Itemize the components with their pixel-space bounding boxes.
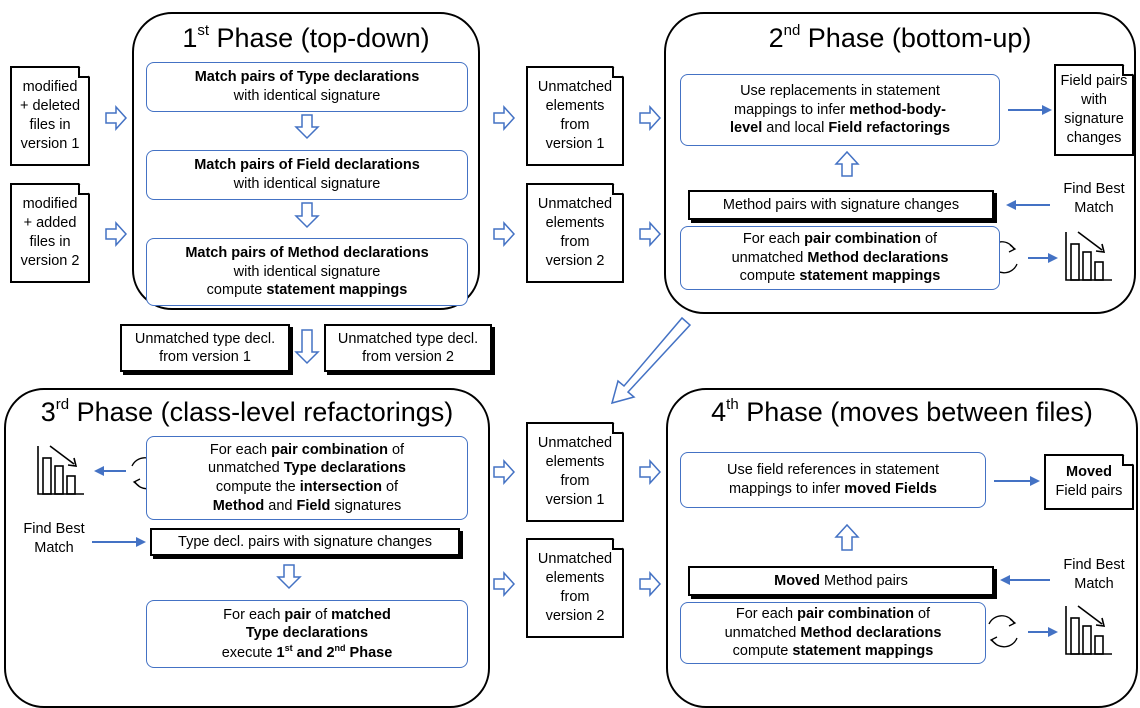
phase4-moved-method-pairs-box: Moved Method pairs [688, 566, 994, 596]
phase4-use-field-references-box: Use field references in statement mappin… [680, 452, 986, 508]
arrow-phase2-to-phase4 [610, 316, 692, 405]
arrow-phase1-to-unmatched2 [493, 221, 516, 247]
phase4-moved-field-pairs-output: Moved Field pairs [1044, 454, 1134, 510]
phase3-pair-combination-box: For each pair combination of unmatched T… [146, 436, 468, 520]
arrow-phase3-to-unmatched2 [493, 571, 516, 597]
match-type-declarations-box: Match pairs of Type declarations with id… [146, 62, 468, 112]
arrow-type-to-field [294, 114, 320, 140]
phase2-pair-combination-box: For each pair combination of unmatched M… [680, 226, 1000, 290]
arrow-field-to-method [294, 202, 320, 229]
arrow-phase1-to-phase3 [294, 329, 320, 365]
phase3-type-pairs-box: Type decl. pairs with signature changes [150, 528, 460, 556]
arrow-input1-to-phase1 [105, 105, 128, 131]
chart-icon-p3 [37, 445, 84, 495]
arrow-unmatched2-to-phase2 [639, 221, 662, 247]
unmatched-type-decl-version1: Unmatched type decl.from version 1 [120, 324, 290, 372]
arrow-typepairs-to-matched [276, 564, 302, 590]
phase2-use-replacements-box: Use replacements in statement mappings t… [680, 74, 1000, 146]
arrow-phase2-up [834, 150, 860, 177]
chart-icon-p4 [1065, 605, 1112, 655]
phase2-title: 2nd Phase (bottom-up) [768, 22, 1032, 53]
arrow-phase3-to-unmatched1 [493, 459, 516, 485]
cycle-icon-p4 [988, 615, 1018, 648]
phase2-method-pairs-box: Method pairs with signature changes [688, 190, 994, 220]
arrow-unmatched1-to-phase2 [639, 105, 662, 131]
phase4-pair-combination-box: For each pair combination of unmatched M… [680, 602, 986, 664]
hollow-right-arrows [105, 105, 662, 597]
arrow-phase1-to-unmatched1 [493, 105, 516, 131]
arrow-phase4-up [834, 523, 860, 551]
arrow-unmatched2-to-phase4 [639, 571, 662, 597]
arrow-input2-to-phase1 [105, 221, 128, 247]
arrow-unmatched1-to-phase4 [639, 459, 662, 485]
phase1-title: 1st Phase (top-down) [182, 22, 430, 53]
match-method-declarations-box: Match pairs of Method declarations with … [146, 238, 468, 306]
phase4-title: 4th Phase (moves between files) [711, 396, 1093, 427]
unmatched-type-decl-version2: Unmatched type decl.from version 2 [324, 324, 492, 372]
match-field-declarations-box: Match pairs of Field declarations with i… [146, 150, 468, 200]
chart-icon-p2 [1065, 231, 1112, 281]
phase3-title: 3rd Phase (class-level refactorings) [40, 396, 454, 427]
phase3-matched-pairs-box: For each pair of matched Type declaratio… [146, 600, 468, 668]
